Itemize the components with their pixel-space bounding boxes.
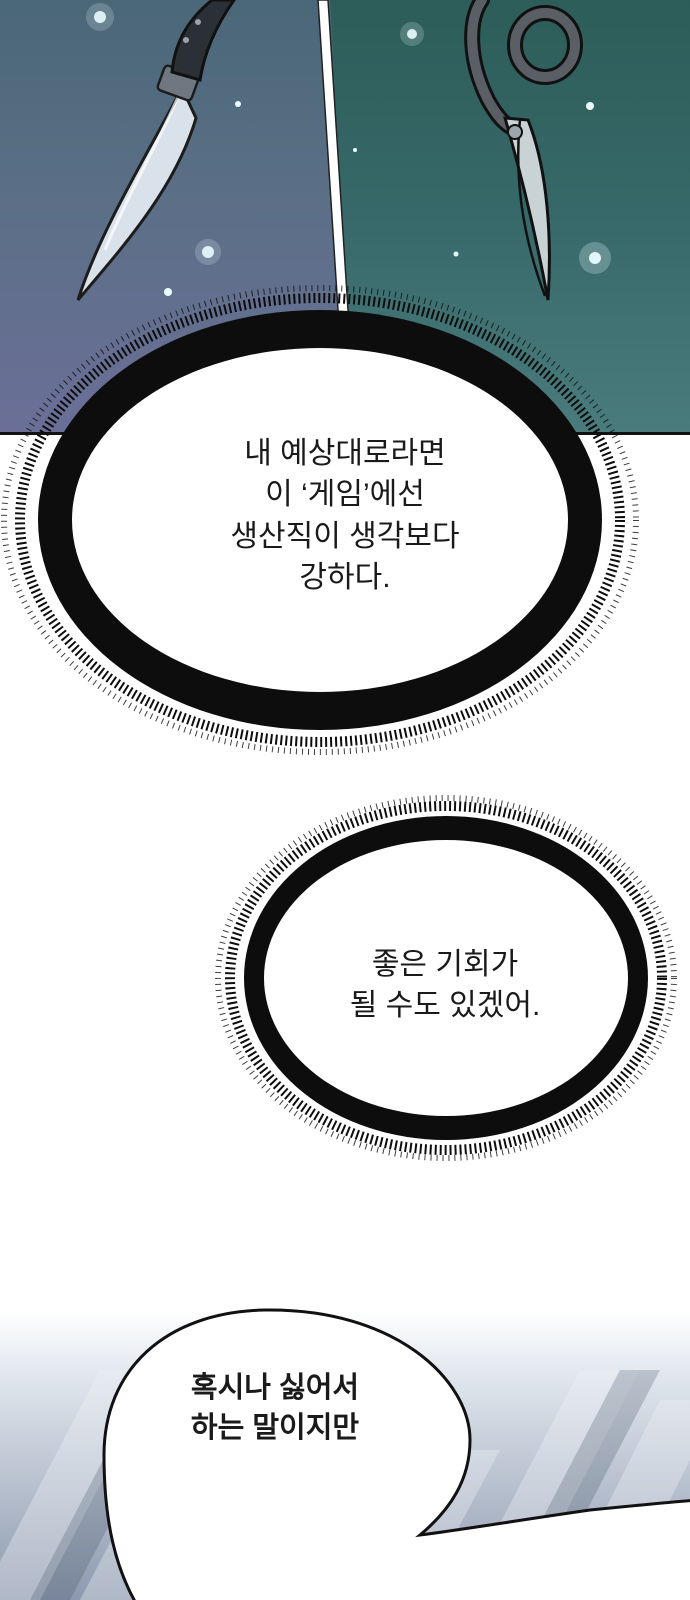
speech-line: 하는 말이지만: [190, 1412, 360, 1445]
speech-text-3: 혹시나 싫어서 하는 말이지만: [130, 1368, 420, 1448]
speech-line: 내 예상대로라면: [244, 437, 446, 470]
top-panel: [0, 0, 690, 434]
spiky-bubble-2: [215, 795, 677, 1161]
scissors-icon: [464, 0, 583, 301]
speech-line: 혹시나 싫어서: [190, 1372, 360, 1404]
speech-bubble-3: [102, 1308, 690, 1600]
knife-icon: [76, 0, 236, 301]
panel-art: [76, 0, 611, 434]
speech-text-2: 좋은 기회가 될 수도 있겠어.: [300, 944, 590, 1027]
speech-line: 이 ‘게임’에선: [265, 478, 425, 512]
spiky-bubble-1: [1, 285, 639, 755]
speech-text-1: 내 예상대로라면 이 ‘게임’에선 생산직이 생각보다 강하다.: [170, 433, 520, 599]
speech-line: 강하다.: [299, 561, 391, 595]
speech-line: 될 수도 있겠어.: [349, 989, 541, 1023]
speech-line: 생산직이 생각보다: [230, 519, 460, 553]
speech-line: 좋은 기회가: [371, 948, 519, 981]
sparkle-group: [86, 3, 611, 296]
